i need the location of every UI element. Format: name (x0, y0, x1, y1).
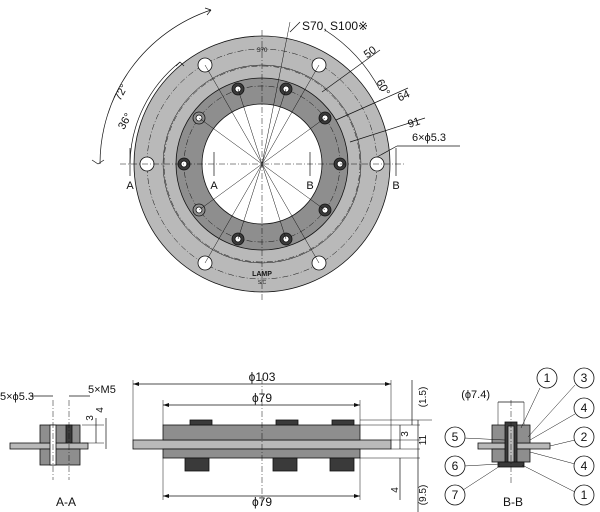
side-top-ring (162, 424, 361, 441)
bb-caption: B-B (503, 495, 523, 509)
callout-bubble (536, 367, 558, 389)
section-b-left: B (306, 180, 313, 192)
dia-50-label: 50 (362, 44, 379, 61)
side-view: ϕ103 ϕ79 ϕ79 (1.5) 3 11 4 (9.5) (132, 370, 432, 512)
angle-60-label: 60° (373, 77, 391, 97)
callout-1-top: 1 (544, 371, 551, 385)
angle-60-arc (324, 29, 381, 91)
callout-5: 5 (452, 430, 459, 444)
callout-bubble (573, 367, 595, 389)
dia-79-bottom-label: ϕ79 (252, 495, 272, 509)
callout-bubble (573, 397, 595, 419)
callout-4-top: 4 (581, 401, 588, 415)
callout-2: 2 (581, 430, 588, 444)
callout-3: 3 (581, 371, 588, 385)
aa-base-plate (9, 442, 89, 450)
side-foot (272, 457, 298, 472)
callout-bubble (573, 426, 595, 448)
callout-4-bottom: 4 (581, 459, 588, 473)
brand-engraving: LAMP (252, 271, 272, 278)
bb-dia-label: (ϕ7.4) (461, 389, 490, 401)
side-screw-head (275, 419, 299, 426)
dim-4-label: 4 (390, 487, 401, 493)
callout-bubble (444, 455, 466, 477)
dim-9-5-label: (9.5) (418, 485, 429, 506)
callout-bubble (573, 484, 595, 506)
dia-64-label: 64 (396, 88, 412, 104)
side-screw-head (331, 419, 355, 426)
mid-holes (177, 82, 347, 246)
aa-upper-block (39, 424, 81, 444)
callout-6: 6 (452, 459, 459, 473)
aa-caption: A-A (56, 495, 76, 509)
section-a-left: A (126, 180, 134, 192)
holes-outer-label: 6×ϕ5.3 (412, 132, 446, 144)
callout-bubble (573, 455, 595, 477)
leader-50 (321, 49, 381, 93)
aa-lower-block (39, 448, 81, 466)
dia-91-label: 91 (406, 116, 421, 131)
brand-sub: S/C (258, 280, 267, 286)
dim-11-label: 11 (418, 434, 429, 445)
engraving-top: S70 (257, 48, 268, 54)
dia-103-label: ϕ103 (249, 370, 276, 384)
aa-dim-3: 3 (85, 415, 96, 421)
angle-36-label: 36° (116, 111, 135, 131)
side-screw-head (189, 419, 213, 426)
dim-1-5-label: (1.5) (418, 387, 429, 408)
callout-bubble (444, 484, 466, 506)
aa-holes-label: 5×ϕ5.3 (0, 391, 34, 403)
aa-dim-4: 4 (95, 407, 106, 413)
callout-7: 7 (452, 488, 459, 502)
top-view: S70 LAMP S/C 72° 36° 60° 50 64 91 6×ϕ5.3… (91, 7, 460, 300)
callout-bubble (444, 426, 466, 448)
side-bottom-ring (162, 448, 361, 459)
callout-1-bottom: 1 (581, 488, 588, 502)
section-a-right: A (210, 180, 218, 192)
angle-72-label: 72° (112, 82, 130, 102)
aa-thread-label: 5×M5 (88, 384, 116, 396)
angle-36-arc (129, 61, 181, 165)
angle-72-arc (99, 9, 212, 165)
dim-3-label: 3 (400, 431, 411, 437)
model-label: S70, S100※ (302, 19, 368, 33)
section-b-right: B (392, 180, 399, 192)
leader-64 (335, 87, 409, 121)
side-foot (184, 457, 210, 472)
section-aa-view: 5×ϕ5.3 5×M5 3 4 A-A (0, 384, 116, 509)
section-bb-view: (ϕ7.4) 1 3 4 2 4 1 5 6 7 B-B (444, 367, 595, 509)
side-foot (329, 457, 355, 472)
leader-91 (349, 117, 426, 143)
dia-79-top-label: ϕ79 (252, 391, 272, 405)
